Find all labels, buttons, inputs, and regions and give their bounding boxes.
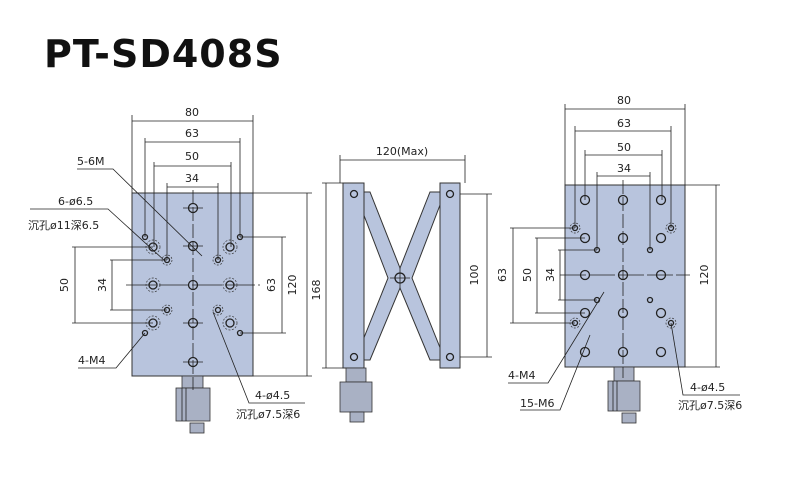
left-dim-v120: 120	[286, 275, 299, 296]
callout-6-d6-5: 6-ø6.5	[58, 195, 93, 208]
left-dim-v34: 34	[96, 278, 109, 292]
right-callout-4-m4: 4-M4	[508, 369, 535, 382]
left-knob-cap	[189, 422, 205, 434]
left-rail	[342, 182, 365, 369]
side-view: 120(Max) 168 100	[310, 145, 492, 423]
left-dim-v50: 50	[58, 278, 71, 292]
callout-counterbore-11: 沉孔ø11深6.5	[28, 219, 99, 232]
right-knob-stem	[613, 366, 635, 382]
callout-counterbore-7-5: 沉孔ø7.5深6	[236, 408, 300, 421]
left-dim-v63: 63	[265, 278, 278, 292]
right-top-view: 80 63 50 34 63 50 34 120 4-M4 15-M6 4-ø4…	[496, 94, 742, 424]
left-top-view: 80 63 50 34 50 34 63 120 5-6M 6-ø6.5 沉孔ø…	[28, 106, 312, 434]
right-dim-v50: 50	[521, 268, 534, 282]
side-knob-cap	[349, 411, 365, 423]
callout-4-m4: 4-M4	[78, 354, 105, 367]
right-knob-cap	[621, 412, 637, 424]
callout-5-6m: 5-6M	[77, 155, 104, 168]
side-knob-stem	[345, 367, 367, 383]
right-rail	[439, 182, 461, 369]
left-knob-body	[175, 387, 211, 422]
side-dim-100: 100	[468, 265, 481, 286]
left-dim-80: 80	[185, 106, 199, 119]
callout-4-d4-5: 4-ø4.5	[255, 389, 290, 402]
side-knob-body	[339, 381, 373, 413]
right-callout-15-m6: 15-M6	[520, 397, 554, 410]
left-dim-34: 34	[185, 172, 199, 185]
counterbore-65-holes	[145, 239, 238, 331]
left-stage-plate	[131, 192, 254, 377]
right-dim-80: 80	[617, 94, 631, 107]
m6-holes	[183, 202, 203, 368]
side-dim-120max: 120(Max)	[376, 145, 428, 158]
left-dim-63: 63	[185, 127, 199, 140]
right-callout-4-d4-5: 4-ø4.5	[690, 381, 725, 394]
right-dim-v34: 34	[544, 268, 557, 282]
right-dim-63: 63	[617, 117, 631, 130]
product-title: PT-SD408S	[44, 32, 283, 76]
right-callout-counterbore-7-5: 沉孔ø7.5深6	[678, 399, 742, 412]
right-dim-v63: 63	[496, 268, 509, 282]
left-knob-stem	[181, 375, 204, 389]
right-dim-v120: 120	[698, 265, 711, 286]
right-dim-50: 50	[617, 141, 631, 154]
right-dim-34: 34	[617, 162, 631, 175]
right-stage-plate	[564, 184, 686, 368]
left-dim-50: 50	[185, 150, 199, 163]
side-dim-168: 168	[310, 280, 323, 301]
